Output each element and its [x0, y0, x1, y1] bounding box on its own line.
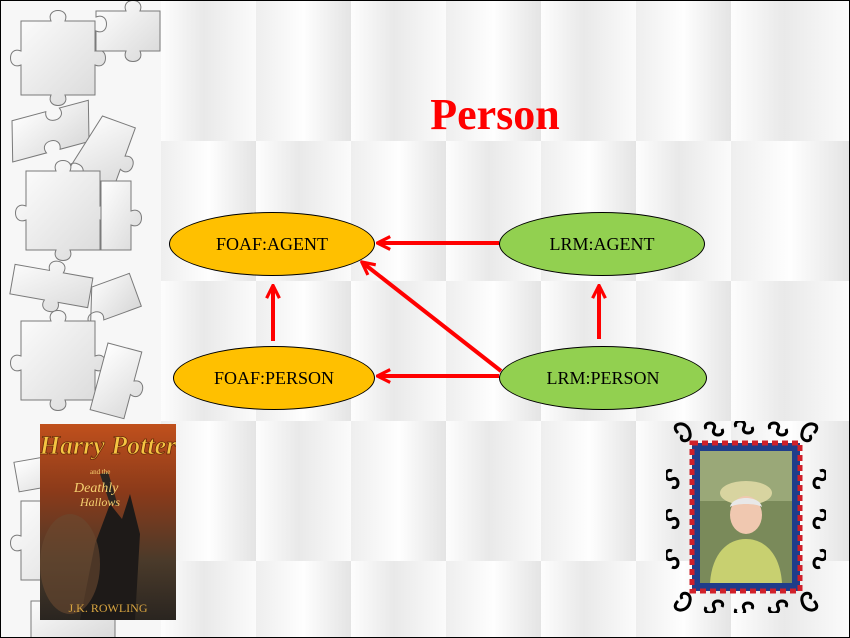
- node-label: FOAF:PERSON: [213, 367, 335, 388]
- framed-portrait-image: [666, 421, 826, 613]
- slide-title: Person: [430, 90, 560, 139]
- book-subtitle: Deathly: [73, 481, 119, 496]
- node-foaf-person: FOAF:PERSON: [173, 346, 375, 410]
- arrow-lrm-person-to-foaf-agent: [363, 263, 503, 373]
- book-title: Harry Potter: [40, 431, 176, 460]
- node-label: LRM:PERSON: [546, 367, 660, 388]
- book-subtitle: and the: [90, 468, 110, 476]
- book-cover-image: Harry Potter and the Deathly Hallows J.K…: [40, 424, 176, 620]
- book-author: J.K. ROWLING: [69, 601, 148, 615]
- node-label: FOAF:AGENT: [215, 233, 328, 254]
- node-label: LRM:AGENT: [549, 233, 655, 254]
- node-foaf-agent: FOAF:AGENT: [169, 212, 375, 276]
- book-subtitle: Hallows: [79, 495, 120, 509]
- node-lrm-agent: LRM:AGENT: [499, 212, 705, 276]
- node-lrm-person: LRM:PERSON: [499, 346, 707, 410]
